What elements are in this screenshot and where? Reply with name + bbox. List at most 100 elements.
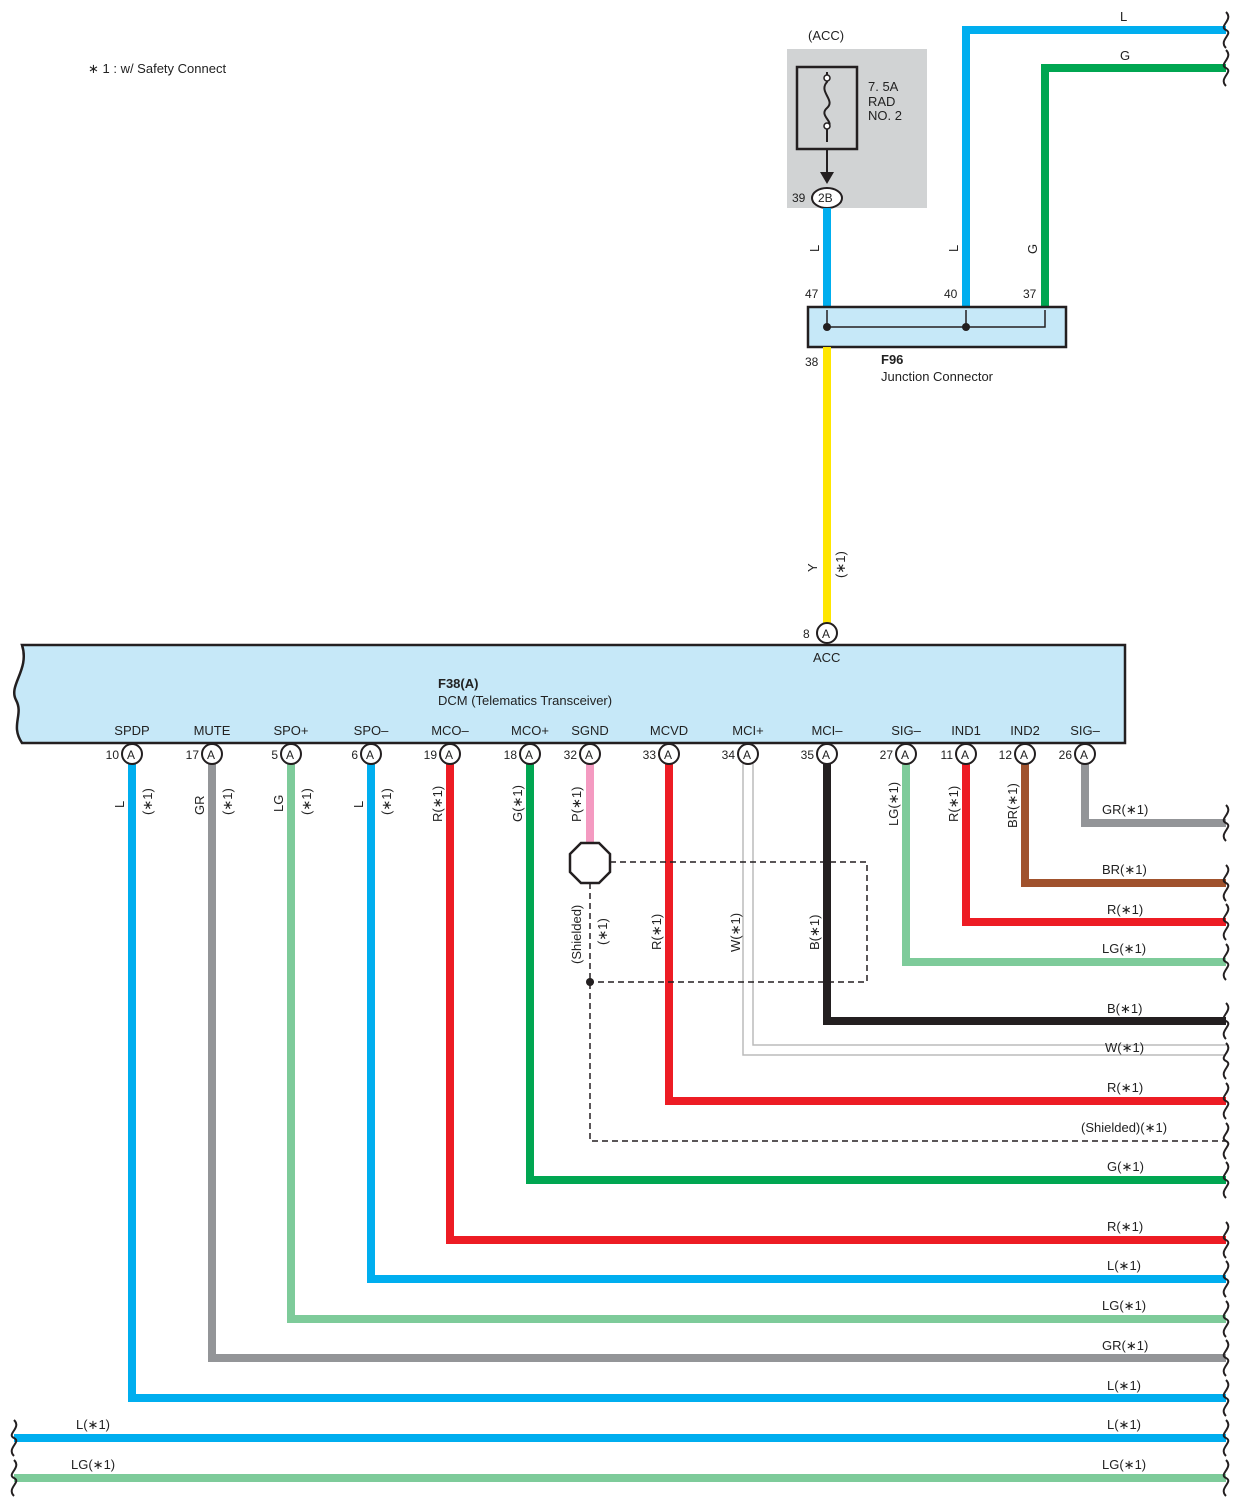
right-label: L(∗1) [1107,1378,1141,1393]
label-spom-star: (∗1) [379,788,394,815]
pin-connector [121,743,143,765]
label-top-G: G [1120,48,1130,63]
right-label: L(∗1) [1107,1417,1141,1432]
right-label: B(∗1) [1107,1001,1142,1016]
bottom-wires [14,764,1226,1482]
label-mid-L: L [946,245,961,252]
pin-name: SPO+ [273,723,308,738]
junction-id: F96 [881,352,903,367]
label-fuse-L: L [807,245,822,252]
label-top-L: L [1120,9,1127,24]
pin-letter: A [207,748,215,762]
wire-35 [823,764,1226,1025]
pin-connector [201,743,223,765]
dcm-id: F38(A) [438,676,478,691]
pin-name: MCVD [650,723,688,738]
wire-18 [526,764,1226,1184]
pin-letter: A [525,748,533,762]
fuse-rating-line3: NO. 2 [868,108,902,123]
dcm-outline [13,643,1127,745]
pin-name: MCO– [431,723,469,738]
break-mark [1222,1260,1230,1298]
break-mark [1222,1459,1230,1497]
label-ind1: R(∗1) [946,786,961,822]
pin-number: 26 [1059,748,1073,762]
vertical-labels: L (∗1) GR (∗1) LG (∗1) L (∗1) R(∗1) G(∗1… [112,782,1020,952]
pin-name: MUTE [194,723,231,738]
pin-name: MCO+ [511,723,549,738]
pin-letter: A [961,748,969,762]
dcm-name: DCM (Telematics Transceiver) [438,693,612,708]
fuse-connector-label: 2B [818,191,833,205]
junction-connector: 47 40 37 38 F96 Junction Connector [805,287,1068,384]
junction-node-mid [962,323,970,331]
break-mark [1222,903,1230,941]
pin-connector [816,743,838,765]
pin-number: 18 [504,748,518,762]
label-shielded-star: (∗1) [595,918,610,945]
break-mark [1222,1339,1230,1377]
junction-pin-40: 40 [944,287,958,301]
right-label: R(∗1) [1107,1080,1143,1095]
pin-letter: A [366,748,374,762]
junction-name: Junction Connector [881,369,994,384]
pin-number: 35 [801,748,815,762]
shield-ground-symbol [568,841,612,885]
pin-number: 32 [564,748,578,762]
break-mark [1222,864,1230,902]
fuse-arrow [820,172,834,184]
label-spom: L [351,801,366,808]
pin-connector [360,743,382,765]
fuse-block: (ACC) 7. 5A RAD NO. 2 39 2B [787,28,927,209]
right-label: R(∗1) [1107,902,1143,917]
break-mark [1222,1419,1230,1457]
pin-letter: A [445,748,453,762]
right-label: LG(∗1) [1102,1298,1146,1313]
wire-5 [287,764,1226,1323]
wire-mci-plus-a [742,764,1226,1056]
label-acc-Y: Y [805,563,820,572]
fuse-terminal-bottom [823,122,831,130]
pin-number: 5 [271,748,278,762]
shield-node [586,978,594,986]
break-mark [1222,1082,1230,1120]
safety-connect-note: ∗ 1 : w/ Safety Connect [88,61,226,76]
junction-node-left [823,323,831,331]
shield-drain [589,883,1226,1142]
wire-mci-plus-b [752,764,1226,1046]
label-mcop: G(∗1) [510,785,525,822]
shield-assembly: (Shielded) (∗1) [568,841,1226,1142]
pin-number: 33 [643,748,657,762]
break-marks [10,11,1230,1497]
wire-10 [128,764,1226,1402]
right-label: G(∗1) [1107,1159,1144,1174]
pin-name: IND2 [1010,723,1040,738]
break-mark [1222,1221,1230,1259]
left-label: LG(∗1) [71,1457,115,1472]
acc-pin-number: 8 [803,627,810,641]
wire-11 [962,764,1226,926]
junction-pin-47: 47 [805,287,819,301]
break-mark [1222,1122,1230,1160]
wire-19 [446,764,1226,1244]
fuse-rating: 7. 5A [868,79,899,94]
break-mark [1222,1002,1230,1040]
label-ind2: BR(∗1) [1005,783,1020,828]
label-acc-star: (∗1) [833,551,848,578]
label-mcip: W(∗1) [728,913,743,952]
acc-pin-name: ACC [813,650,840,665]
pin-letter: A [822,748,830,762]
break-mark [1222,49,1230,87]
break-mark [1222,1161,1230,1199]
label-sgnd: P(∗1) [569,787,584,822]
break-mark [10,1419,18,1457]
pin-name: SPO– [354,723,389,738]
label-shielded: (Shielded) [569,905,584,964]
break-mark [1222,1042,1230,1080]
wire-33 [665,764,1226,1105]
pin-letter: A [585,748,593,762]
pin-connector [1014,743,1036,765]
pin-number: 19 [424,748,438,762]
pin-letter: A [1020,748,1028,762]
